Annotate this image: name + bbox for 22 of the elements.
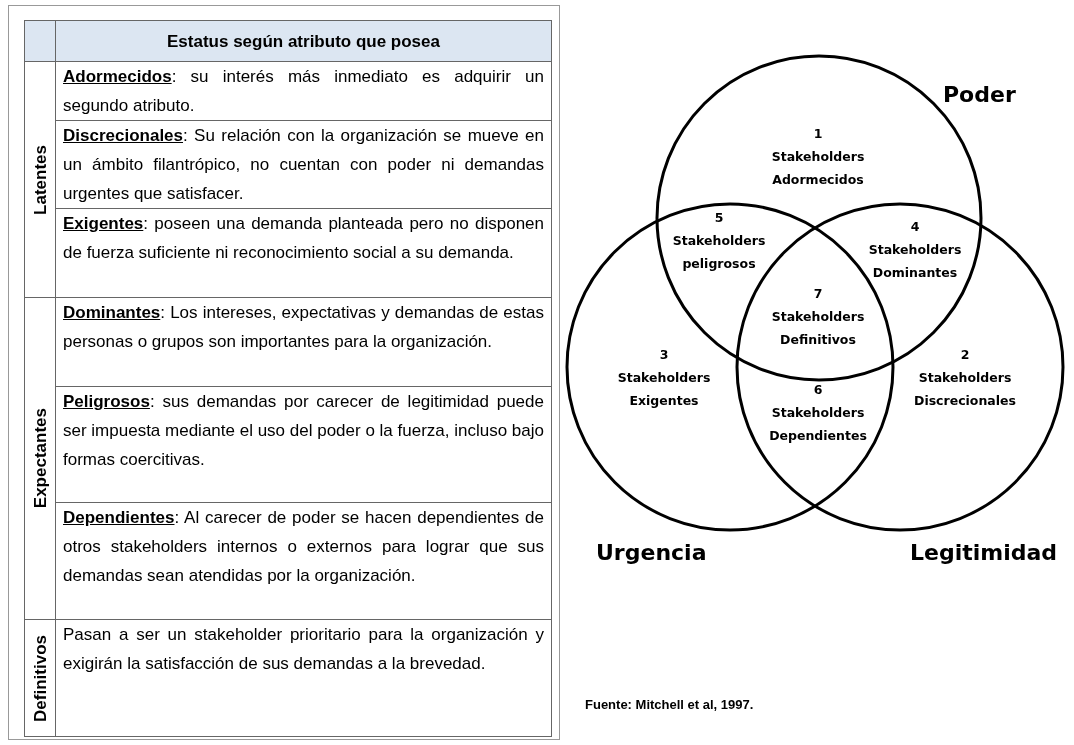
region-label: 7 Stakeholders Definitivos — [771, 285, 865, 349]
description-text: Peligrosos: sus demandas por carecer de legitimidad puede ser impuesta mediante el uso del poder o la fuerza, incluso bajo formas coercitivas. — [55, 386, 552, 503]
set-heading: Urgencia — [596, 540, 707, 565]
region-label: 1 Stakeholders Adormecidos — [771, 125, 865, 189]
set-heading: Legitimidad — [910, 540, 1058, 565]
description-text: Discrecionales: Su relación con la organización se mueve en un ámbito filantrópico, no cuentan con poder ni demandas urgentes que satisfacer. — [55, 120, 552, 209]
description-text: Adormecidos: su interés más inmediato es adquirir un segundo atributo. — [55, 61, 552, 121]
region-label: 5 Stakeholders peligrosos — [672, 209, 766, 273]
region-label: 2 Stakeholders Discrecionales — [914, 346, 1016, 410]
row-group-label: Definitivos — [24, 619, 56, 737]
description-text: Dependientes: Al carecer de poder se hacen dependientes de otros stakeholders internos o externos para lograr que sus demandas sean atendidas por la organización. — [55, 502, 552, 620]
set-heading: Poder — [943, 82, 1016, 107]
region-label: 3 Stakeholders Exigentes — [617, 346, 711, 410]
row-group-label: Expectantes — [24, 297, 56, 620]
region-label: 4 Stakeholders Dominantes — [868, 218, 962, 282]
description-text: Dominantes: Los intereses, expectativas y demandas de estas personas o grupos son importantes para la organización. — [55, 297, 552, 387]
source-note: Fuente: Mitchell et al, 1997. — [585, 697, 754, 712]
description-text: Pasan a ser un stakeholder prioritario para la organización y exigirán la satisfacción de sus demandas a la brevedad. — [55, 619, 552, 737]
region-label: 6 Stakeholders Dependientes — [769, 381, 867, 445]
column-header: Estatus según atributo que posea — [55, 20, 552, 62]
row-group-label: Latentes — [24, 61, 56, 298]
description-text: Exigentes: poseen una demanda planteada pero no disponen de fuerza suficiente ni reconocimiento social a su demanda. — [55, 208, 552, 298]
